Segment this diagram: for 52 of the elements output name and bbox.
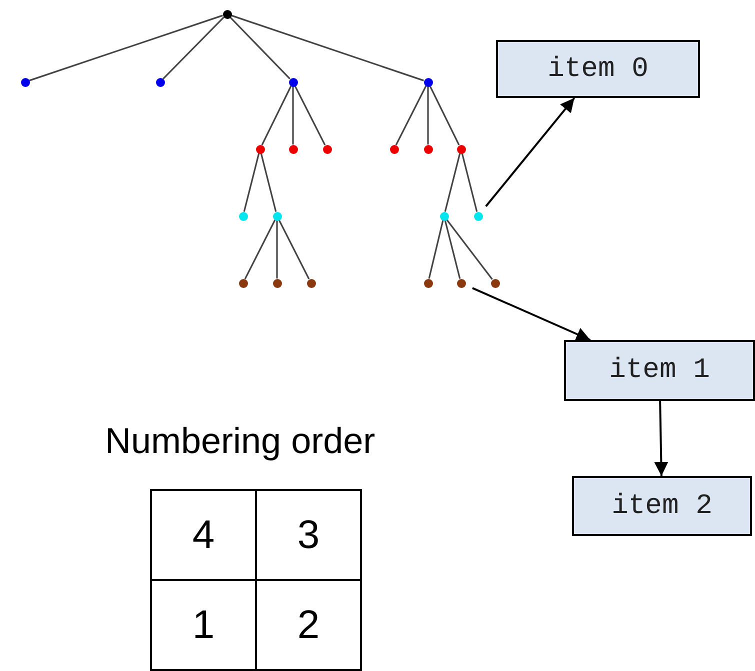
tree-branch-line [428, 220, 444, 279]
tree-node-dot [424, 278, 432, 288]
tree-branch-line [395, 86, 427, 146]
tree-branch-line [260, 153, 277, 212]
tree-branch-line [244, 220, 276, 280]
tree-branch-line [444, 220, 461, 279]
tree-node-dot [272, 278, 282, 288]
tree-branch-line [292, 86, 294, 144]
tree-branch-line [294, 86, 326, 146]
arrow [654, 400, 668, 476]
tree-node-dot [490, 278, 500, 288]
tree-branch-line [162, 16, 224, 80]
item-box: item 1 [564, 340, 755, 401]
order-number-cell: 3 [256, 490, 361, 580]
tree-branch-line [261, 86, 292, 146]
tree-node-dot [424, 144, 432, 154]
item-box: item 2 [572, 476, 752, 536]
tree-node-dot [306, 278, 316, 288]
tree-node-dot [288, 144, 298, 154]
tree-branch-line [230, 16, 290, 80]
tree-node-dot [238, 212, 248, 220]
tree-branch-line [446, 219, 493, 280]
table-heading: Numbering order [105, 420, 376, 462]
tree-node-dot [390, 144, 398, 154]
tree-node-dot [456, 278, 466, 288]
tree-node-dot [474, 212, 482, 220]
tree-node-dot [222, 10, 232, 18]
tree-node-dot [424, 78, 432, 86]
tree-node-dot [322, 144, 332, 154]
tree-branch-line [461, 153, 478, 212]
tree-node-dot [238, 278, 248, 288]
tree-node-dot [20, 78, 30, 86]
tree-node-dot [256, 144, 264, 154]
order-number-cell: 1 [151, 580, 256, 670]
tree-branch-line [444, 153, 461, 212]
tree-branch-line [231, 14, 424, 82]
order-number-cell: 2 [256, 580, 361, 670]
tree-node-dot [156, 78, 164, 86]
order-number-cell: 4 [151, 490, 256, 580]
tree-branch-line [276, 220, 278, 278]
tree-branch-line [429, 86, 460, 146]
tree-node-dot [440, 212, 448, 220]
tree-branch-line [29, 14, 223, 82]
arrow [485, 97, 576, 207]
tree-branch-line [278, 220, 310, 280]
tree-branch-line [427, 86, 429, 144]
tree-node-dot [456, 144, 466, 154]
tree-node-dot [288, 78, 298, 86]
tree-node-dot [272, 212, 282, 220]
item-box: item 0 [496, 40, 700, 98]
tree-branch-line [243, 153, 260, 212]
arrow [472, 287, 591, 341]
